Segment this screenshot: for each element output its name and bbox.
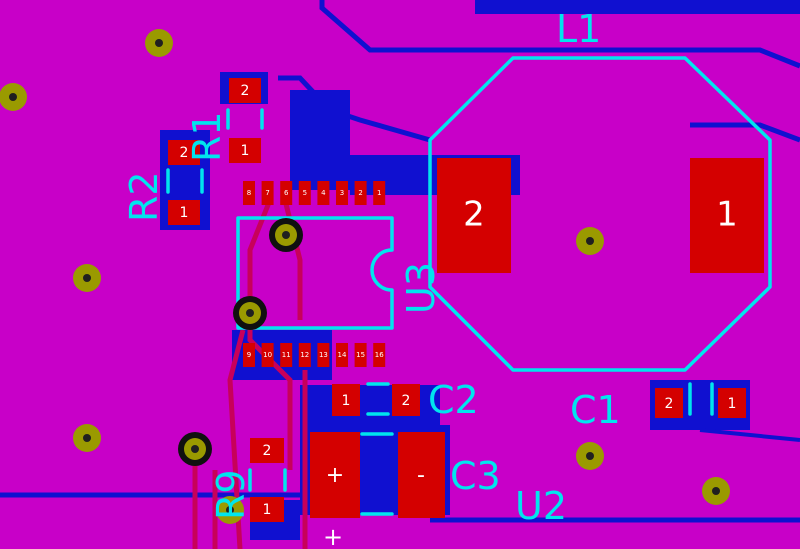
reference-designators: L1 C2 C1 C3 U2 R1 R2 U3 R9 + bbox=[122, 7, 621, 549]
via bbox=[576, 442, 604, 470]
c3-polarity-mark: + bbox=[323, 523, 343, 549]
u3-pin-label: 16 bbox=[375, 351, 384, 359]
c2-pad-1 bbox=[332, 384, 360, 416]
r9-pad-1-label: 1 bbox=[263, 502, 272, 518]
u3-pin-pad bbox=[373, 181, 386, 205]
u3-pin-pad bbox=[373, 343, 386, 367]
c3-refdes: C3 bbox=[450, 454, 501, 498]
r2-pad-1 bbox=[168, 200, 200, 225]
u3-pin-pad bbox=[336, 343, 348, 367]
r9-marks bbox=[248, 468, 287, 492]
u3-pin-pad bbox=[298, 181, 311, 205]
u3-pin-label: 7 bbox=[265, 189, 269, 197]
c1-marks bbox=[688, 382, 714, 416]
r2-pad-2 bbox=[168, 140, 200, 165]
via bbox=[178, 432, 212, 466]
r1-pad-2 bbox=[229, 78, 261, 103]
u3-pin-pad bbox=[354, 181, 367, 205]
u3-pin-label: 4 bbox=[321, 189, 326, 197]
c2-pad-1-label: 1 bbox=[342, 393, 351, 409]
r9-pad-2-label: 2 bbox=[263, 443, 272, 459]
l1-outline bbox=[428, 56, 772, 372]
r1-pad-1-label: 1 bbox=[241, 143, 250, 159]
u3-outline bbox=[236, 216, 394, 330]
via bbox=[233, 296, 267, 330]
u3-pin-label: 11 bbox=[282, 351, 291, 359]
l1-refdes: L1 bbox=[556, 7, 601, 51]
c1-pad-2-label: 2 bbox=[665, 396, 674, 412]
u3-pin-pad bbox=[243, 343, 255, 367]
r2-refdes: R2 bbox=[122, 171, 166, 222]
c3-pad-plus-label: + bbox=[326, 463, 344, 488]
u3-pin-pad bbox=[261, 343, 274, 367]
u3-refdes: U3 bbox=[399, 262, 443, 314]
c2-marks bbox=[366, 382, 390, 416]
silkscreen-outlines bbox=[166, 56, 772, 516]
u3-pin-label: 14 bbox=[338, 351, 347, 359]
u3-pin-pad bbox=[280, 343, 293, 367]
c1-pad-1-label: 1 bbox=[728, 396, 737, 412]
l1-pad-1-label: 1 bbox=[716, 195, 738, 235]
u3-pin-label: 6 bbox=[284, 189, 289, 197]
c1-pad-1 bbox=[718, 388, 746, 418]
u3-pin-label: 13 bbox=[319, 351, 328, 359]
c2-refdes: C2 bbox=[428, 378, 479, 422]
u3-pin-label: 5 bbox=[303, 189, 307, 197]
u3-top-pin-row: 8 7 6 5 4 3 2 1 bbox=[243, 181, 386, 205]
u3-pin-pad bbox=[280, 181, 293, 205]
via bbox=[216, 496, 244, 524]
red-traces bbox=[192, 199, 308, 549]
u3-pin-label: 1 bbox=[377, 189, 381, 197]
via bbox=[269, 218, 303, 252]
l1-pad-1 bbox=[690, 158, 764, 273]
c1-pad-2 bbox=[655, 388, 683, 418]
c2-pad-2-label: 2 bbox=[402, 393, 411, 409]
u3-pin-pad bbox=[298, 343, 311, 367]
c3-pad-minus bbox=[398, 432, 445, 518]
pads: 2 1 2 1 2 1 1 2 2 1 + - 2 1 8 7 6 5 4 3 2 1 9 10… bbox=[168, 78, 764, 522]
u3-pin-pad bbox=[317, 181, 330, 205]
u3-pin-pad bbox=[261, 181, 274, 205]
c3-pad-minus-label: - bbox=[417, 463, 425, 488]
r1-marks bbox=[226, 108, 264, 130]
u3-pin-pad bbox=[354, 343, 367, 367]
vias bbox=[0, 29, 730, 524]
u3-pin-label: 10 bbox=[263, 351, 272, 359]
u3-pin-label: 8 bbox=[247, 189, 251, 197]
u3-pin-pad bbox=[317, 343, 330, 367]
u3-pin-label: 15 bbox=[356, 351, 365, 359]
u3-pin-label: 12 bbox=[300, 351, 309, 359]
r9-refdes: R9 bbox=[209, 469, 253, 520]
c3-marks bbox=[360, 432, 394, 516]
via bbox=[73, 264, 101, 292]
r1-refdes: R1 bbox=[185, 111, 229, 162]
u3-bottom-pin-row: 9 10 11 12 13 14 15 16 bbox=[243, 343, 386, 367]
via bbox=[576, 227, 604, 255]
r2-marks bbox=[166, 168, 204, 194]
l1-pad-2 bbox=[437, 158, 511, 273]
r2-pad-1-label: 1 bbox=[180, 205, 189, 221]
r1-pad-1 bbox=[229, 138, 261, 163]
c1-refdes: C1 bbox=[570, 388, 621, 432]
l1-pad-2-label: 2 bbox=[463, 195, 485, 235]
u3-pin-pad bbox=[336, 181, 348, 205]
r1-pad-2-label: 2 bbox=[241, 83, 250, 99]
u3-pin-pad bbox=[243, 181, 255, 205]
u2-refdes: U2 bbox=[515, 484, 567, 528]
u3-pin-label: 2 bbox=[358, 189, 362, 197]
r9-pad-1 bbox=[250, 497, 284, 522]
c3-pad-plus bbox=[310, 432, 360, 518]
r2-pad-2-label: 2 bbox=[180, 145, 189, 161]
via bbox=[145, 29, 173, 57]
u3-pin-label: 3 bbox=[340, 189, 344, 197]
u3-pin-label: 9 bbox=[247, 351, 251, 359]
r9-pad-2 bbox=[250, 438, 284, 463]
via bbox=[702, 477, 730, 505]
via bbox=[0, 83, 27, 111]
c2-pad-2 bbox=[392, 384, 420, 416]
via bbox=[73, 424, 101, 452]
